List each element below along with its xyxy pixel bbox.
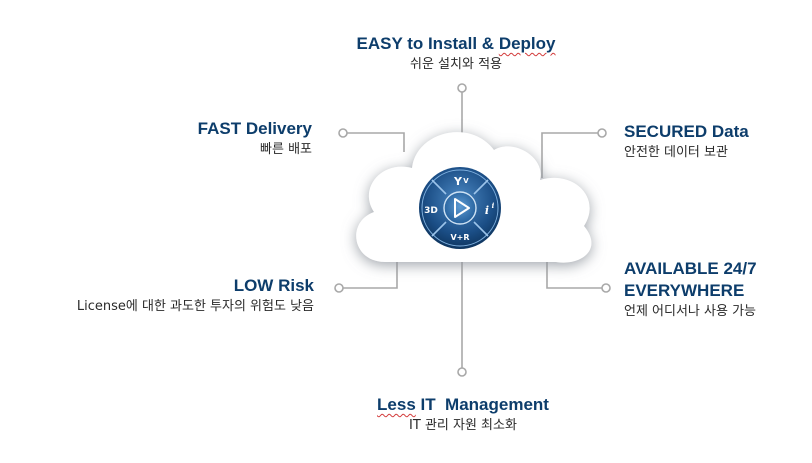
- feature-available-subtitle: 언제 어디서나 사용 가능: [624, 304, 756, 319]
- feature-low-risk: LOW Risk License에 대한 과도한 투자의 위험도 낮음: [6, 275, 314, 317]
- feature-low-risk-title: LOW Risk: [233, 276, 314, 295]
- feature-easy-install-title-deploy: Deploy: [498, 34, 556, 53]
- compass-logo: Y V 3D i i V+R: [419, 167, 501, 249]
- connector-low: [341, 262, 398, 289]
- endpoint-less: [457, 367, 467, 377]
- connector-endpoints: [334, 83, 611, 377]
- endpoint-low: [334, 283, 344, 293]
- connector-lines: [341, 91, 605, 370]
- endpoint-available: [601, 283, 611, 293]
- feature-less-it-title: Less IT Management: [377, 395, 549, 414]
- connector-fast: [345, 132, 405, 152]
- feature-less-it: Less IT Management IT 관리 자원 최소화: [318, 394, 608, 436]
- feature-secured-data-title: SECURED Data: [624, 122, 749, 141]
- compass-left-label: 3D: [424, 206, 438, 216]
- compass-top-label: Y: [453, 175, 463, 188]
- feature-available-title-line1: AVAILABLE 24/7: [624, 259, 757, 278]
- connector-secured: [541, 132, 601, 178]
- feature-available: AVAILABLE 24/7 EVERYWHERE 언제 어디서나 사용 가능: [624, 258, 810, 322]
- feature-fast-delivery: FAST Delivery 빠른 배포: [150, 118, 312, 160]
- feature-secured-data-subtitle: 안전한 데이터 보관: [624, 145, 728, 160]
- feature-available-title-line2: EVERYWHERE: [624, 281, 745, 300]
- feature-fast-delivery-title: FAST Delivery: [197, 119, 312, 138]
- endpoint-top: [457, 83, 467, 93]
- compass-right-sup: i: [492, 201, 495, 210]
- feature-easy-install: EASY to Install & Deploy 쉬운 설치와 적용: [306, 33, 606, 75]
- compass-bottom-label: V+R: [450, 233, 469, 242]
- feature-low-risk-subtitle: License에 대한 과도한 투자의 위험도 낮음: [76, 299, 314, 314]
- connector-available: [546, 262, 605, 289]
- play-icon: [454, 198, 470, 218]
- feature-less-it-title-less: Less: [377, 395, 416, 414]
- feature-easy-install-subtitle: 쉬운 설치와 적용: [410, 57, 502, 72]
- feature-less-it-subtitle: IT 관리 자원 최소화: [409, 418, 517, 433]
- compass-right-label: i: [485, 204, 489, 217]
- feature-fast-delivery-subtitle: 빠른 배포: [260, 142, 312, 157]
- endpoint-fast: [338, 128, 348, 138]
- feature-secured-data: SECURED Data 안전한 데이터 보관: [624, 121, 804, 163]
- feature-easy-install-title: EASY to Install & Deploy: [356, 34, 556, 53]
- endpoint-secured: [597, 128, 607, 138]
- compass-top-sup: V: [463, 177, 469, 185]
